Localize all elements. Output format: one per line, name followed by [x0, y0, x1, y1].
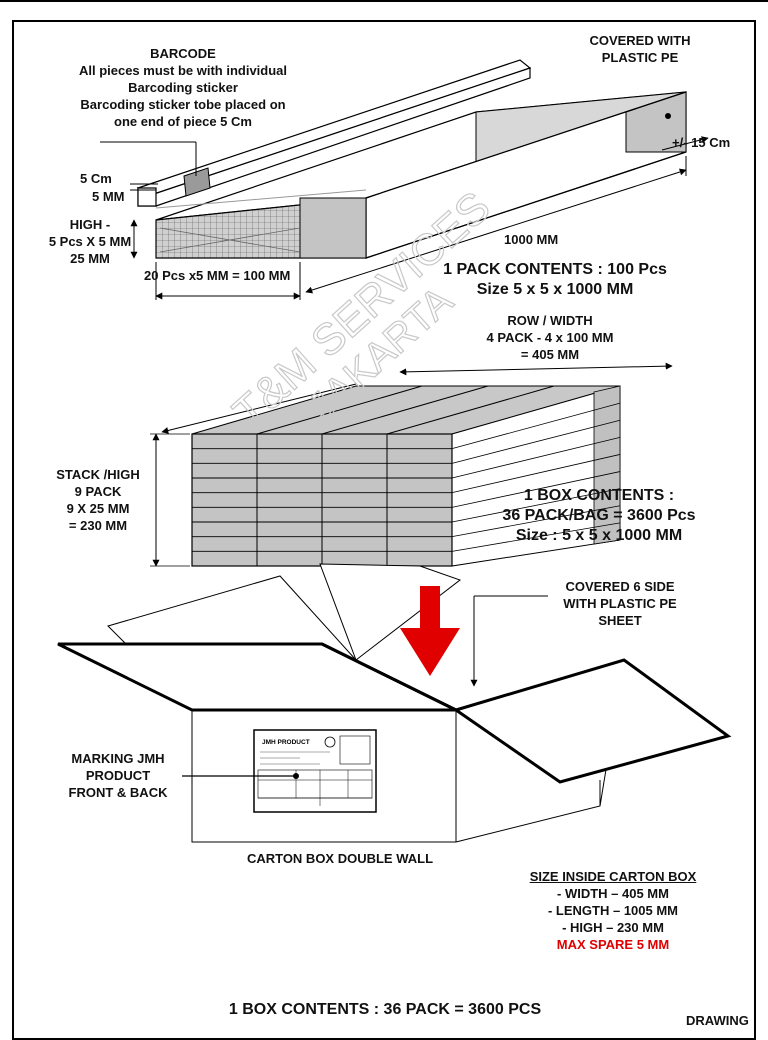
marking-line3: FRONT & BACK — [68, 785, 168, 800]
dim-5mm: 5 MM — [92, 189, 125, 204]
marking-leader — [182, 773, 299, 779]
barcode-line1: All pieces must be with individual — [78, 63, 288, 78]
covered6-line2: WITH PLASTIC PE — [563, 596, 677, 611]
stack-side-line — [451, 419, 621, 464]
stack-side-line — [451, 488, 621, 523]
size-high: - HIGH – 230 MM — [562, 920, 664, 935]
covered-note: COVERED WITH PLASTIC PE — [570, 32, 710, 66]
covered-line2: PLASTIC PE — [601, 50, 679, 65]
barcode-note: BARCODE All pieces must be with individu… — [68, 45, 298, 130]
stack-line1: STACK /HIGH — [56, 467, 140, 482]
stack-line3: 9 X 25 MM — [66, 501, 130, 516]
stack-top-line — [321, 385, 489, 435]
stack-side-line — [451, 471, 621, 508]
pack-dimensions — [130, 136, 709, 300]
down-arrow-icon — [400, 586, 460, 676]
stack-side-line — [451, 454, 621, 494]
covered-leader — [470, 595, 548, 687]
stack-line2: 9 PACK — [74, 484, 122, 499]
size-inside-box: SIZE INSIDE CARTON BOX - WIDTH – 405 MM … — [500, 868, 726, 953]
high-line3: 25 MM — [70, 251, 110, 266]
high-line2: 5 Pcs X 5 MM — [48, 234, 132, 249]
barcode-line3: Barcoding sticker tobe placed on — [80, 97, 286, 112]
row-line2: 4 PACK - 4 x 100 MM — [486, 330, 614, 345]
stack-side-line — [451, 402, 621, 450]
product-label-title: JMH PRODUCT — [262, 739, 310, 746]
carton-label: CARTON BOX DOUBLE WALL — [246, 851, 434, 866]
covered-6-side-note: COVERED 6 SIDE WITH PLASTIC PE SHEET — [540, 578, 700, 629]
length-label: 1000 MM — [504, 232, 559, 247]
size-length: - LENGTH – 1005 MM — [547, 903, 679, 918]
stack-top-line — [256, 385, 423, 435]
barcode-line2: Barcoding sticker — [128, 80, 238, 95]
marking-line1: MARKING JMH — [71, 751, 165, 766]
barcode-title: BARCODE — [150, 46, 216, 61]
size-inside-title: SIZE INSIDE CARTON BOX — [529, 869, 697, 884]
pack-contents-line1: 1 PACK CONTENTS : 100 Pcs — [443, 261, 667, 278]
stack-side-line — [451, 505, 621, 538]
stack-line4: = 230 MM — [68, 518, 128, 533]
drawing-label: DRAWING — [686, 1013, 749, 1028]
marking-note: MARKING JMH PRODUCT FRONT & BACK — [48, 750, 188, 801]
pack-stack — [191, 385, 621, 567]
covered6-line3: SHEET — [598, 613, 642, 628]
stack-side-line — [451, 436, 621, 479]
row-line3: = 405 MM — [520, 347, 580, 362]
box-contents-line1: 1 BOX CONTENTS : — [523, 487, 675, 504]
tolerance-label: +/- 15 Cm — [672, 135, 731, 150]
box-contents: 1 BOX CONTENTS : 36 PACK/BAG = 3600 Pcs … — [474, 486, 724, 546]
single-stick — [100, 59, 532, 207]
pack-contents: 1 PACK CONTENTS : 100 Pcs Size 5 x 5 x 1… — [420, 260, 690, 300]
stack-side-line — [451, 522, 621, 552]
stack-high-note: STACK /HIGH 9 PACK 9 X 25 MM = 230 MM — [40, 466, 156, 534]
stack-dimensions — [150, 362, 673, 567]
marking-line2: PRODUCT — [85, 768, 151, 783]
size-width: - WIDTH – 405 MM — [557, 886, 669, 901]
covered6-line1: COVERED 6 SIDE — [565, 579, 675, 594]
top-rule — [0, 0, 768, 2]
width-pcs-label: 20 Pcs x5 MM = 100 MM — [144, 268, 291, 283]
high-line1: HIGH - — [69, 217, 111, 232]
product-label: JMH PRODUCT — [253, 729, 377, 813]
box-contents-line3: Size : 5 x 5 x 1000 MM — [515, 527, 683, 544]
covered-line1: COVERED WITH — [589, 33, 691, 48]
barcode-line4: one end of piece 5 Cm — [114, 114, 252, 129]
max-spare: MAX SPARE 5 MM — [556, 937, 670, 952]
footer-contents: 1 BOX CONTENTS : 36 PACK = 3600 PCS — [228, 1001, 542, 1018]
row-width-note: ROW / WIDTH 4 PACK - 4 x 100 MM = 405 MM — [460, 312, 640, 363]
high-note: HIGH - 5 Pcs X 5 MM 25 MM — [36, 216, 144, 267]
box-contents-line2: 36 PACK/BAG = 3600 Pcs — [502, 507, 696, 524]
row-line1: ROW / WIDTH — [507, 313, 593, 328]
stack-top-line — [386, 385, 555, 435]
pack-contents-line2: Size 5 x 5 x 1000 MM — [476, 281, 634, 298]
dim-5cm: 5 Cm — [80, 171, 112, 186]
